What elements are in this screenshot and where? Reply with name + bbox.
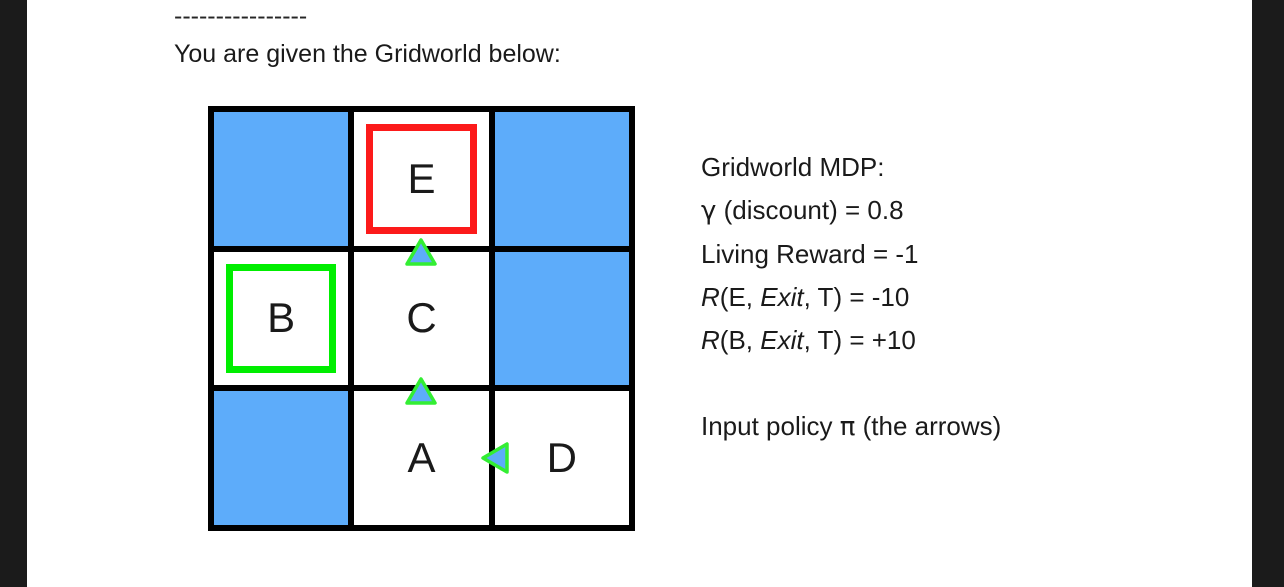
cell-r2c1: A — [354, 377, 489, 525]
window-left-edge — [0, 0, 27, 587]
reward-e-close: , T) = -10 — [803, 282, 910, 312]
cell-label-d: D — [546, 434, 577, 482]
mdp-discount-text: (discount) = 0.8 — [716, 195, 904, 225]
cell-r1c0: B — [214, 251, 349, 386]
mdp-discount: γ (discount) = 0.8 — [701, 189, 1221, 233]
cell-r2c0 — [214, 391, 349, 525]
mdp-input-policy: Input policy π (the arrows) — [701, 405, 1221, 449]
document-page: ---------------- You are given the Gridw… — [27, 0, 1252, 587]
cell-r0c1: E — [354, 112, 489, 246]
exit-action-label: Exit — [760, 282, 804, 312]
exit-action-label: Exit — [760, 325, 804, 355]
policy-suffix: (the arrows) — [855, 411, 1002, 441]
window-right-edge — [1252, 0, 1284, 587]
policy-prefix: Input policy — [701, 411, 840, 441]
mdp-reward-b: R(B, Exit, T) = +10 — [701, 319, 1221, 362]
policy-arrow-up-icon — [405, 237, 438, 266]
mdp-description: Gridworld MDP: γ (discount) = 0.8 Living… — [701, 146, 1221, 449]
cell-r1c1: C — [354, 237, 489, 386]
cell-r0c2 — [494, 112, 629, 246]
cell-label-c: C — [406, 294, 437, 342]
terminal-marker-negative — [366, 124, 477, 234]
reward-function-symbol: R — [701, 282, 720, 312]
reward-e-open: (E, — [719, 282, 761, 312]
cell-label-a: A — [407, 434, 436, 482]
reward-b-close: , T) = +10 — [803, 325, 916, 355]
mdp-reward-e: R(E, Exit, T) = -10 — [701, 276, 1221, 319]
section-separator: ---------------- — [174, 2, 308, 30]
cell-r2c2: D — [480, 391, 629, 525]
cell-label-b: B — [267, 294, 296, 342]
gamma-symbol: γ — [701, 196, 717, 226]
pi-symbol: π — [839, 412, 856, 442]
terminal-marker-positive — [226, 263, 337, 374]
cell-label-e: E — [407, 154, 436, 202]
cell-r1c2 — [494, 251, 629, 386]
mdp-living-reward: Living Reward = -1 — [701, 239, 919, 269]
gridworld-diagram: E B C A D — [208, 106, 635, 531]
description-spacer — [701, 362, 1221, 405]
policy-arrow-up-icon — [405, 377, 438, 406]
mdp-heading: Gridworld MDP: — [701, 152, 885, 182]
intro-text: You are given the Gridworld below: — [174, 40, 561, 68]
reward-b-open: (B, — [719, 325, 761, 355]
cell-r0c0 — [214, 112, 349, 246]
reward-function-symbol: R — [701, 325, 720, 355]
policy-arrow-left-icon — [480, 442, 509, 474]
